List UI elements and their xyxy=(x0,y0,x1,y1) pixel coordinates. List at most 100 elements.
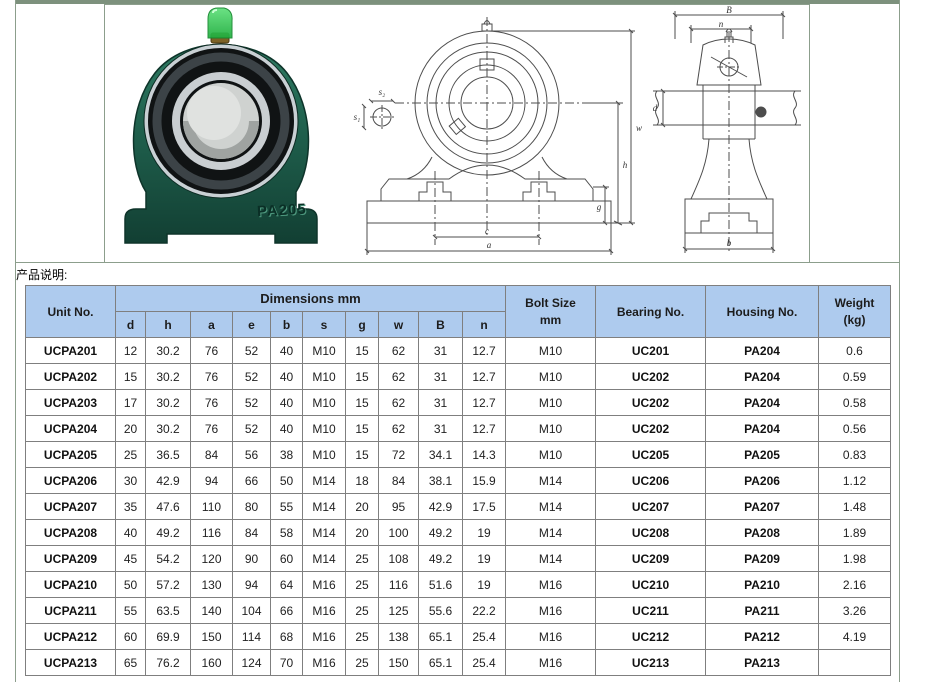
cell-unit: UCPA203 xyxy=(25,389,116,416)
cell-housing: PA204 xyxy=(705,389,820,416)
cell-n: 19 xyxy=(461,545,507,572)
cell-w: 62 xyxy=(378,415,419,442)
cell-n: 17.5 xyxy=(461,493,507,520)
col-header-n: n xyxy=(461,311,507,338)
cell-e: 124 xyxy=(232,649,271,676)
cell-unit: UCPA208 xyxy=(25,519,116,546)
spec-table-container: Unit No. Dimensions mm Bolt Size mm Bear… xyxy=(25,285,892,676)
cell-s: M16 xyxy=(302,623,346,650)
cell-a: 76 xyxy=(190,363,233,390)
dim-label-g: g xyxy=(597,202,602,212)
cell-d: 50 xyxy=(115,571,146,598)
cell-housing: PA204 xyxy=(705,415,820,442)
cell-b: 40 xyxy=(270,363,303,390)
cell-bearing: UC205 xyxy=(595,441,707,468)
cell-housing: PA212 xyxy=(705,623,820,650)
cell-weight: 1.98 xyxy=(818,545,892,572)
cell-b: 40 xyxy=(270,415,303,442)
cell-h: 57.2 xyxy=(145,571,191,598)
cell-s: M10 xyxy=(302,389,346,416)
cell-e: 94 xyxy=(232,571,271,598)
cell-w: 108 xyxy=(378,545,419,572)
cell-d: 45 xyxy=(115,545,146,572)
cell-s: M16 xyxy=(302,571,346,598)
cell-w: 62 xyxy=(378,389,419,416)
cell-unit: UCPA202 xyxy=(25,363,116,390)
cell-a: 110 xyxy=(190,493,233,520)
cell-unit: UCPA209 xyxy=(25,545,116,572)
cell-B: 49.2 xyxy=(418,545,463,572)
spec-table: Unit No. Dimensions mm Bolt Size mm Bear… xyxy=(25,285,892,676)
dim-label-n: n xyxy=(719,19,724,29)
cell-b: 55 xyxy=(270,493,303,520)
cell-housing: PA206 xyxy=(705,467,820,494)
cell-b: 40 xyxy=(270,337,303,364)
cell-weight: 0.58 xyxy=(818,389,892,416)
col-header-g: g xyxy=(345,311,379,338)
cell-B: 34.1 xyxy=(418,441,463,468)
cell-h: 30.2 xyxy=(145,337,191,364)
cell-b: 66 xyxy=(270,597,303,624)
cell-n: 22.2 xyxy=(461,597,507,624)
cell-B: 65.1 xyxy=(418,623,463,650)
cell-a: 76 xyxy=(190,415,233,442)
cell-w: 150 xyxy=(378,649,419,676)
weight-line2: (kg) xyxy=(843,312,866,327)
dim-label-B: B xyxy=(726,5,732,15)
cell-housing: PA204 xyxy=(705,363,820,390)
cell-weight: 1.89 xyxy=(818,519,892,546)
cell-g: 18 xyxy=(345,467,379,494)
cell-B: 42.9 xyxy=(418,493,463,520)
col-header-b: b xyxy=(270,311,303,338)
cell-b: 68 xyxy=(270,623,303,650)
cell-bearing: UC213 xyxy=(595,649,707,676)
cell-h: 54.2 xyxy=(145,545,191,572)
cell-B: 51.6 xyxy=(418,571,463,598)
cell-bolt: M16 xyxy=(505,649,597,676)
cell-weight: 3.26 xyxy=(818,597,892,624)
product-photo: PA205 xyxy=(105,5,337,260)
cell-weight: 0.6 xyxy=(818,337,892,364)
cell-a: 120 xyxy=(190,545,233,572)
cell-b: 50 xyxy=(270,467,303,494)
cell-w: 125 xyxy=(378,597,419,624)
embossed-model-label: PA205 xyxy=(256,200,308,221)
cell-bolt: M10 xyxy=(505,337,597,364)
cell-s: M10 xyxy=(302,363,346,390)
cell-n: 12.7 xyxy=(461,363,507,390)
cell-housing: PA213 xyxy=(705,649,820,676)
cell-housing: PA204 xyxy=(705,337,820,364)
cell-weight: 2.16 xyxy=(818,571,892,598)
cell-d: 40 xyxy=(115,519,146,546)
cell-unit: UCPA211 xyxy=(25,597,116,624)
col-header-s: s xyxy=(302,311,346,338)
cell-unit: UCPA201 xyxy=(25,337,116,364)
cell-w: 84 xyxy=(378,467,419,494)
cell-e: 80 xyxy=(232,493,271,520)
cell-w: 62 xyxy=(378,363,419,390)
col-header-bearing-no: Bearing No. xyxy=(595,285,707,338)
cell-g: 20 xyxy=(345,519,379,546)
cell-weight: 0.56 xyxy=(818,415,892,442)
cell-d: 65 xyxy=(115,649,146,676)
dim-label-s2: s₂ xyxy=(379,87,386,97)
cell-n: 12.7 xyxy=(461,389,507,416)
cell-bolt: M10 xyxy=(505,363,597,390)
cell-unit: UCPA212 xyxy=(25,623,116,650)
cell-b: 70 xyxy=(270,649,303,676)
cell-bearing: UC208 xyxy=(595,519,707,546)
cell-unit: UCPA210 xyxy=(25,571,116,598)
cell-housing: PA211 xyxy=(705,597,820,624)
cell-bolt: M16 xyxy=(505,623,597,650)
cell-g: 15 xyxy=(345,363,379,390)
cell-w: 72 xyxy=(378,441,419,468)
cell-B: 55.6 xyxy=(418,597,463,624)
cell-h: 76.2 xyxy=(145,649,191,676)
cell-g: 15 xyxy=(345,415,379,442)
bolt-size-line2: mm xyxy=(539,312,562,327)
